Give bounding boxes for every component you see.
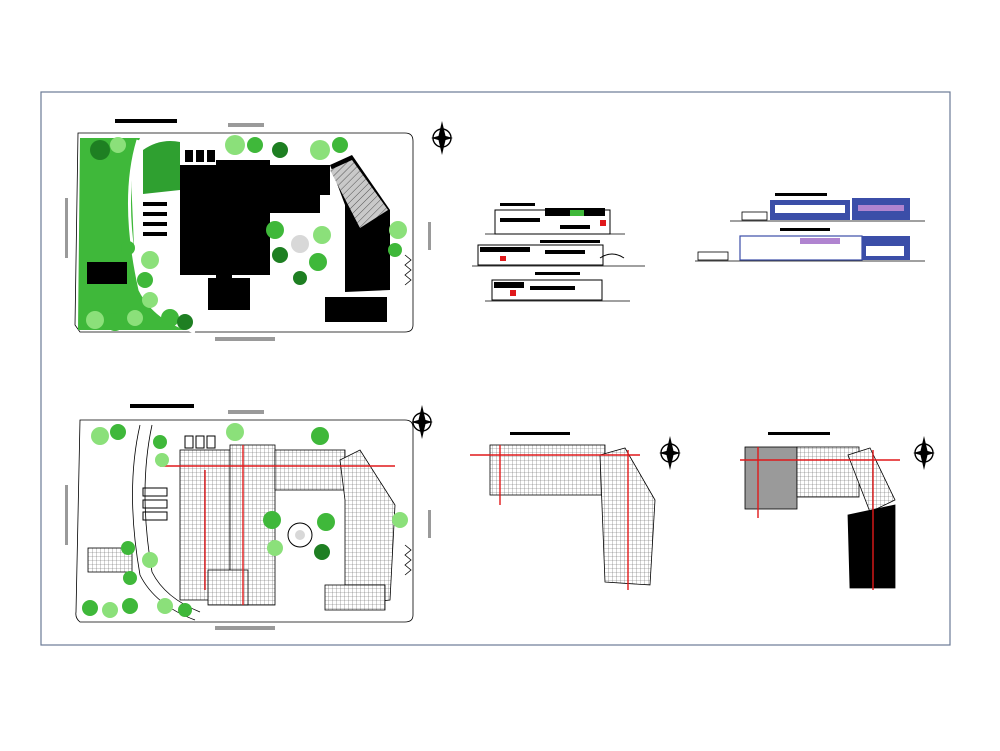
courtyard-fountain — [291, 235, 309, 253]
zigzag-edge — [404, 544, 412, 576]
trees — [82, 423, 408, 618]
courtyard-fountain — [287, 522, 313, 548]
facade-drawing-1 — [730, 198, 925, 222]
grey-label — [228, 123, 264, 127]
zigzag-edge — [404, 254, 412, 286]
north-arrow-icon — [658, 435, 682, 471]
north-arrow-icon — [912, 435, 936, 471]
parking — [142, 487, 168, 521]
courtyard-fountain — [295, 530, 305, 540]
car-row — [185, 150, 215, 162]
ground-floor-rooms — [179, 444, 396, 611]
lot-boundary — [75, 419, 414, 623]
title-bar — [510, 432, 570, 435]
trees — [86, 135, 407, 331]
roof-blocks — [180, 155, 390, 322]
floor-plan-level-1 — [470, 432, 682, 590]
grey-label — [228, 410, 264, 414]
section-lines — [740, 447, 900, 590]
green-area — [143, 141, 180, 194]
grey-label — [428, 222, 431, 250]
north-arrow-icon — [430, 120, 454, 156]
floor-plan-level-2 — [740, 432, 936, 590]
title-bar — [768, 432, 830, 435]
title-bar — [115, 119, 177, 123]
grey-label — [65, 485, 68, 545]
sheet-border — [40, 91, 951, 646]
floor-plan-rooms — [744, 446, 896, 589]
section-drawing-2 — [472, 240, 645, 267]
hatched-roof — [330, 160, 388, 228]
grey-label — [215, 337, 275, 341]
section-drawing-3 — [485, 272, 630, 302]
site-plan-ground — [65, 404, 434, 630]
title-bar — [130, 404, 194, 408]
lot-boundary — [74, 132, 414, 333]
grey-label — [65, 198, 68, 258]
elevations-sections — [472, 203, 645, 302]
facade-drawing-2 — [695, 228, 925, 262]
parking — [143, 202, 167, 236]
title-bar — [775, 193, 827, 196]
title-bar — [500, 203, 535, 206]
car-row — [184, 435, 216, 449]
section-lines — [470, 445, 640, 590]
section-lines — [160, 445, 395, 605]
small-building — [87, 262, 127, 284]
grey-label — [215, 626, 275, 630]
section-drawing-1 — [485, 208, 625, 235]
floor-plan-rooms — [489, 444, 656, 586]
north-arrow-icon — [410, 404, 434, 440]
facades — [695, 193, 925, 262]
site-plan-roof — [65, 119, 454, 341]
grey-label — [428, 510, 431, 538]
